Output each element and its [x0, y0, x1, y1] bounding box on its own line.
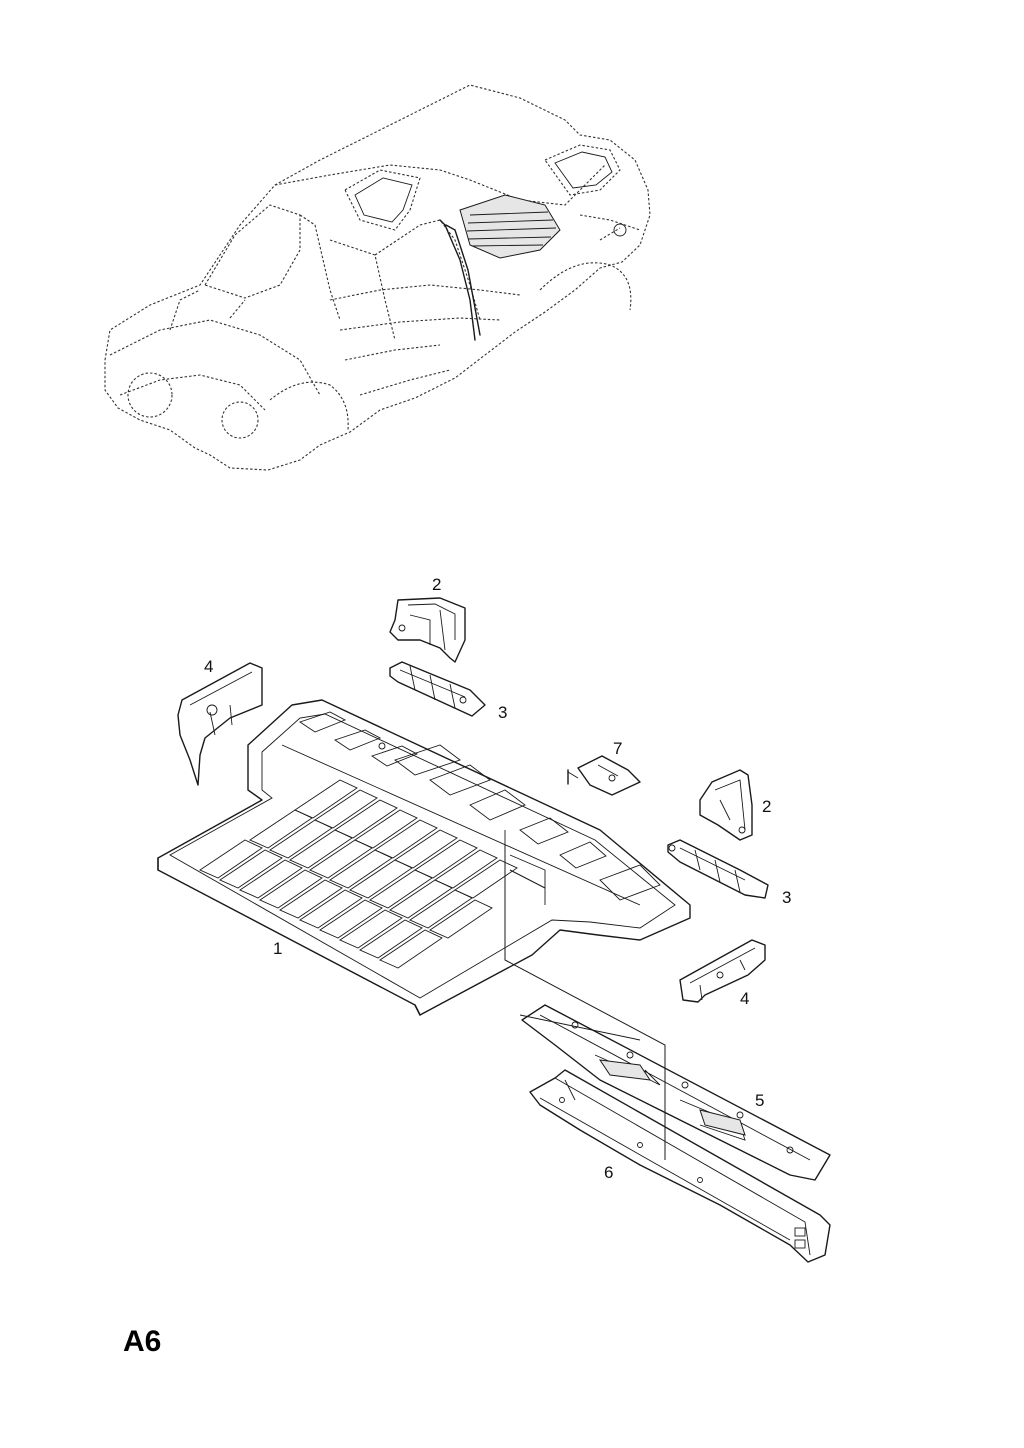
callout-2-right: 2: [762, 797, 771, 816]
callout-4-right: 4: [740, 989, 749, 1008]
support-left: [389, 661, 486, 717]
small-bracket: [567, 755, 641, 796]
callout-6: 6: [604, 1163, 613, 1182]
callout-7: 7: [613, 739, 622, 758]
floor-rib-pattern: [199, 779, 518, 969]
upper-bracket-left: [389, 597, 466, 663]
callout-4-left: 4: [204, 657, 213, 676]
page-code: A6: [123, 1325, 161, 1358]
callout-2-left: 2: [432, 575, 441, 594]
end-bracket-right: [679, 939, 766, 1003]
callout-3-left: 3: [498, 703, 507, 722]
body-shell-illustration: [104, 84, 651, 471]
side-rail-inner: [521, 1004, 831, 1181]
floor-panel: [157, 699, 691, 1016]
upper-bracket-right: [699, 769, 753, 841]
callout-1: 1: [273, 939, 282, 958]
assembly-lines: [504, 845, 666, 1160]
side-rail-outer: [529, 1069, 831, 1263]
callout-5: 5: [755, 1091, 764, 1110]
end-bracket-left: [177, 662, 263, 786]
support-right: [667, 839, 769, 899]
callout-3-right: 3: [782, 888, 791, 907]
